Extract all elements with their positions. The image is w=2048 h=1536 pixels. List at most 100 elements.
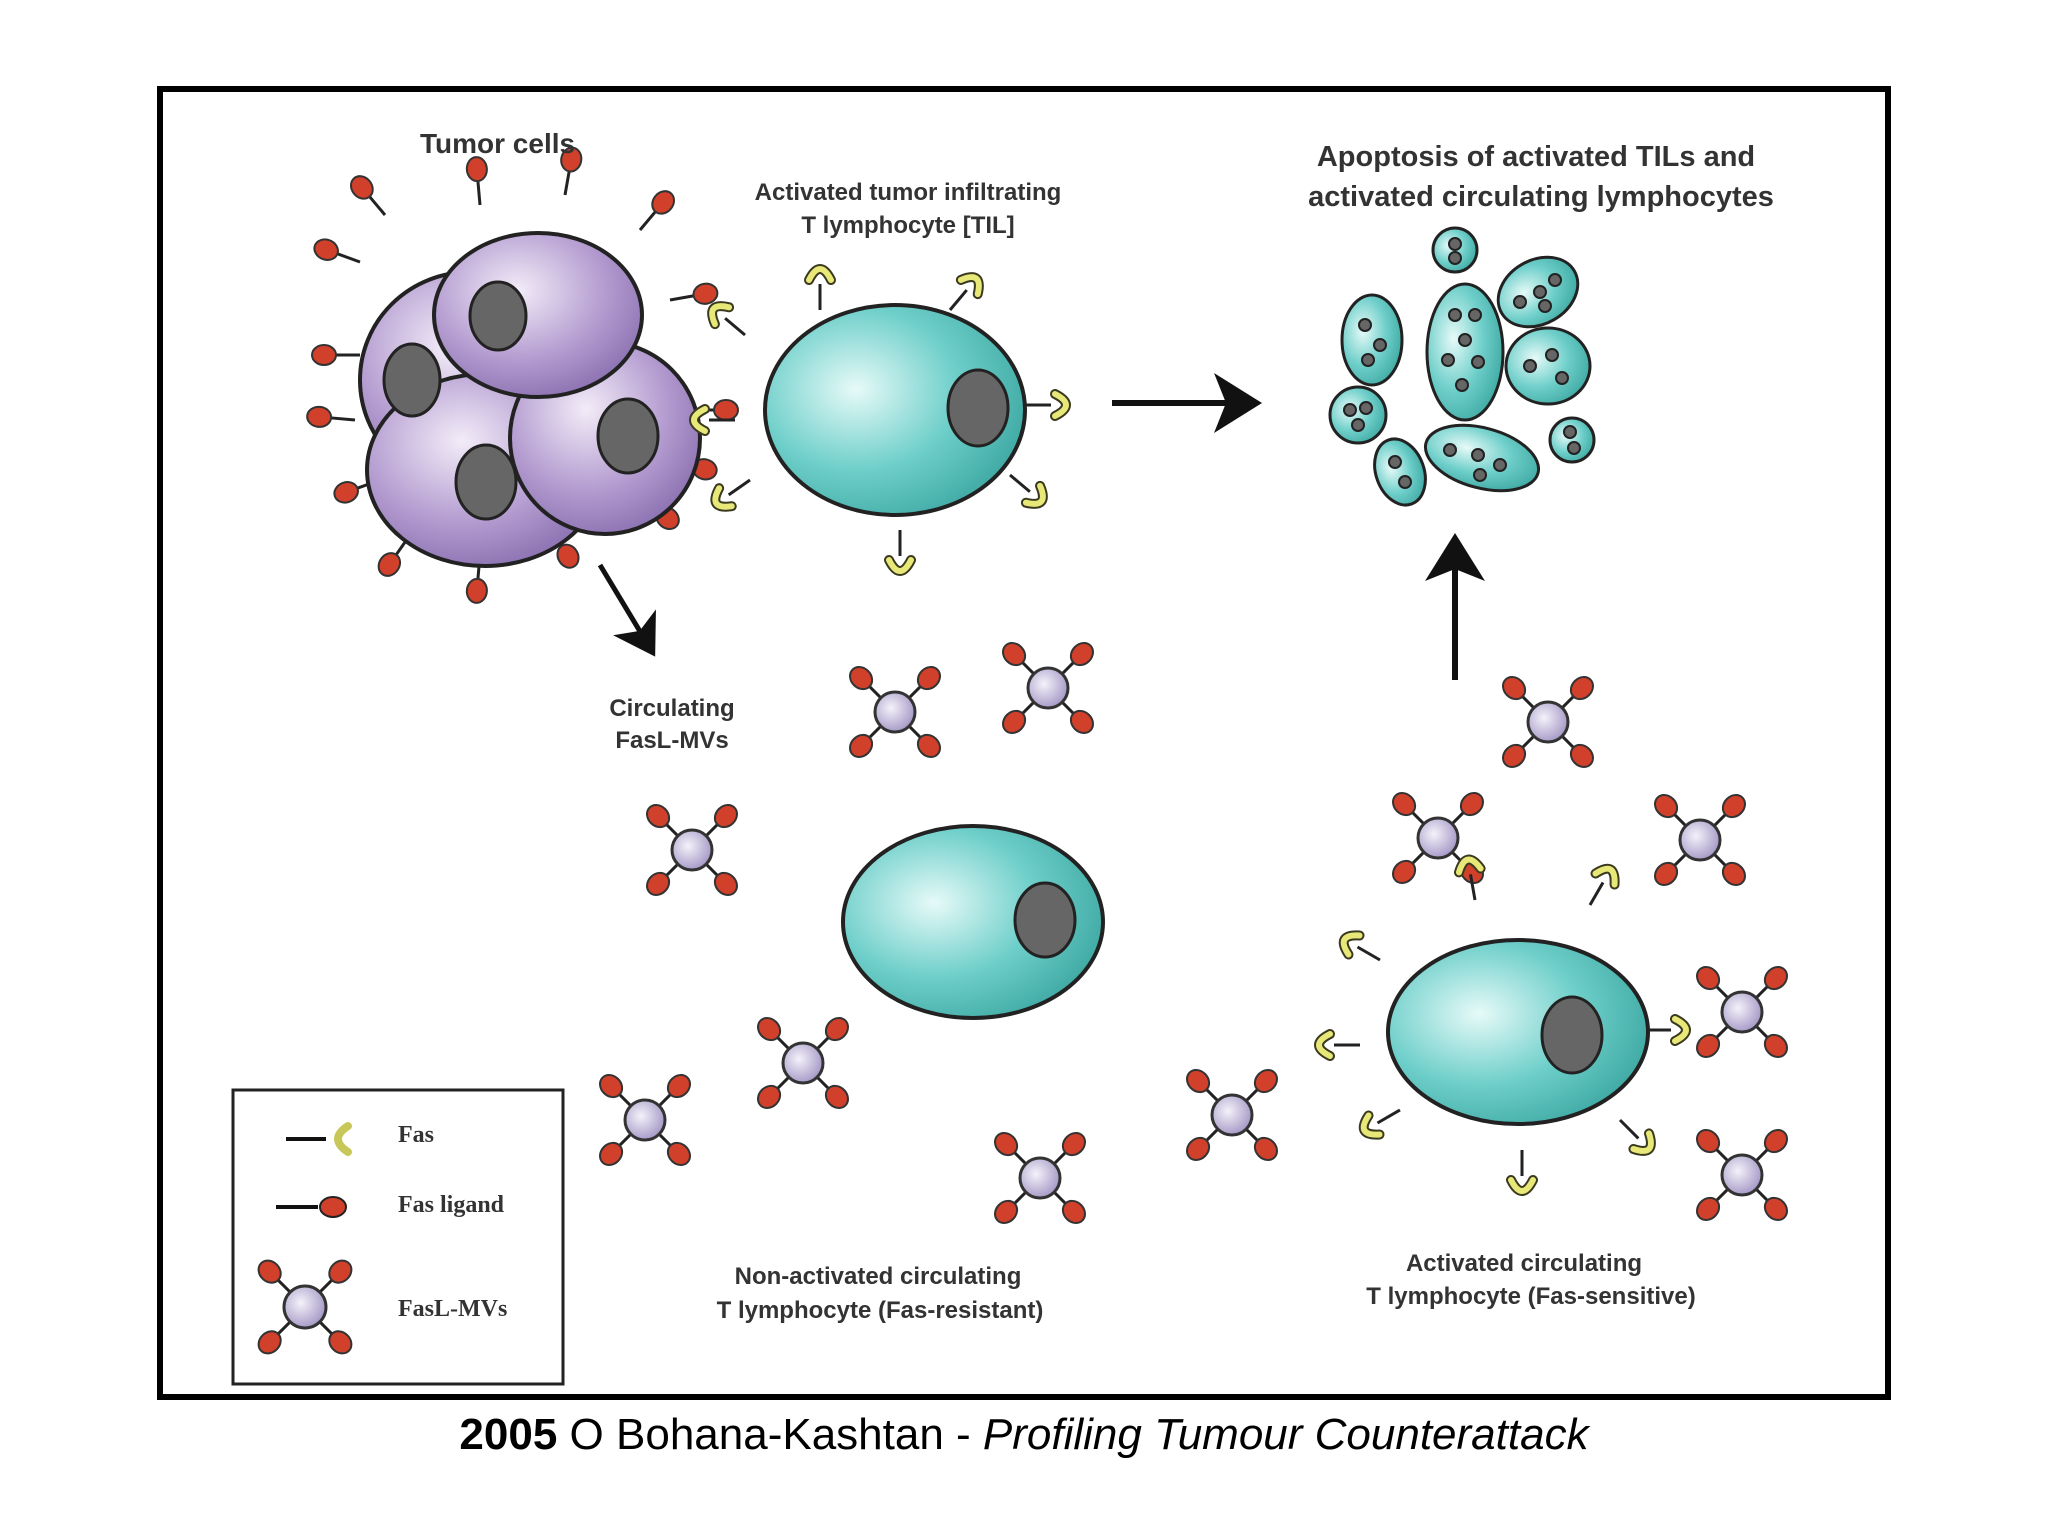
fas-ligand	[1752, 1022, 1788, 1058]
label-activated-line2: T lymphocyte (Fas-sensitive)	[1366, 1283, 1695, 1310]
fas-ligand	[1502, 732, 1538, 768]
tumor-cell	[432, 231, 644, 399]
fas-ligand	[306, 405, 356, 428]
nucleus	[454, 443, 518, 521]
fas-receptor	[1506, 1150, 1538, 1196]
fasl-mv	[646, 804, 738, 896]
nucleus	[382, 342, 442, 418]
fas-ligand	[1186, 1069, 1222, 1105]
fas-ligand	[1752, 1129, 1788, 1165]
fas-ligand	[1696, 1022, 1732, 1058]
fas-ligand	[257, 1317, 295, 1355]
activated-til-cell	[689, 264, 1071, 576]
fas-ligand	[349, 175, 387, 216]
fas-ligand	[313, 238, 361, 264]
apoptotic-body	[1504, 326, 1592, 406]
legend-fas-symbol	[286, 1122, 352, 1156]
apoptotic-body	[1373, 437, 1427, 507]
fasl-mv	[757, 1017, 849, 1109]
label-circulating-line1: Circulating	[609, 695, 734, 722]
legend: Fas Fas ligand FasL-MVs	[231, 1088, 565, 1386]
label-til-line1: Activated tumor infiltrating	[755, 179, 1062, 206]
apoptotic-body	[1340, 293, 1404, 387]
fasl-mv	[1186, 1069, 1278, 1161]
fas-receptor	[948, 272, 984, 311]
fas-receptor	[1645, 1014, 1691, 1046]
label-tumor-cells: Tumor cells	[420, 128, 575, 159]
fasl-mv	[1696, 1129, 1788, 1221]
fas-ligand	[599, 1074, 635, 1110]
nucleus	[946, 368, 1010, 448]
fas-ligand	[1448, 792, 1484, 828]
nonactivated-lymphocyte-cell	[841, 824, 1105, 1020]
fas-receptor	[710, 478, 751, 512]
arrow-tumor-to-mvs	[597, 563, 656, 657]
caption-author: O Bohana-Kashtan -	[569, 1410, 983, 1459]
nucleus	[1540, 995, 1604, 1075]
fas-ligand	[1050, 1132, 1086, 1168]
fas-ligand	[646, 804, 682, 840]
fasl-mv	[1392, 792, 1484, 884]
fas-receptor	[707, 301, 746, 337]
apoptotic-body	[1431, 226, 1479, 274]
nucleus	[468, 280, 528, 352]
fas-ligand	[905, 722, 941, 758]
legend-fas-ligand-symbol	[276, 1196, 347, 1218]
fas-ligand	[1050, 1188, 1086, 1224]
label-apoptosis-line1: Apoptosis of activated TILs and	[1317, 141, 1755, 173]
fas-receptor	[1588, 863, 1620, 906]
fas-ligand	[757, 1073, 793, 1109]
fasl-mv	[1696, 966, 1788, 1058]
fasl-mv	[257, 1259, 353, 1355]
til-body	[763, 303, 1027, 517]
fasl-mv	[849, 666, 941, 758]
caption-title: Profiling Tumour Counterattack	[982, 1410, 1589, 1459]
legend-fas-label: Fas	[398, 1122, 434, 1148]
fas-ligand	[560, 146, 583, 196]
fasl-mv	[1654, 794, 1746, 886]
fas-ligand	[1710, 794, 1746, 830]
fas-receptor	[1618, 1118, 1656, 1156]
fas-ligand	[1002, 642, 1038, 678]
fas-receptor	[689, 404, 735, 436]
fasl-mv	[1002, 642, 1094, 734]
fas-ligand	[1058, 642, 1094, 678]
fas-ligand	[669, 282, 719, 305]
fas-receptor	[1009, 473, 1048, 509]
legend-fas-ligand-label: Fas ligand	[398, 1192, 505, 1218]
fas-ligand	[849, 666, 885, 702]
legend-fasl-mvs-label: FasL-MVs	[398, 1296, 507, 1322]
fas-ligand	[1392, 792, 1428, 828]
fas-ligand	[1558, 676, 1594, 712]
fas-ligand	[813, 1073, 849, 1109]
activated-lymphocyte-body	[1386, 938, 1650, 1126]
fas-ligand	[1242, 1069, 1278, 1105]
fas-ligand	[1058, 698, 1094, 734]
fas-ligand	[465, 156, 488, 206]
fas-receptor	[884, 530, 916, 576]
fas-ligand	[1710, 850, 1746, 886]
fas-receptor	[1358, 1108, 1401, 1140]
fas-ligand	[757, 1017, 793, 1053]
fas-ligand	[1696, 1185, 1732, 1221]
fas-ligand	[994, 1188, 1030, 1224]
fas-ligand	[315, 1259, 353, 1297]
legend-fasl-mv-symbol	[257, 1259, 353, 1355]
label-apoptosis-line2: activated circulating lymphocytes	[1308, 181, 1774, 213]
fas-ligand	[702, 804, 738, 840]
fas-ligand	[1654, 794, 1690, 830]
fasl-mv	[599, 1074, 691, 1166]
nucleus	[1013, 881, 1077, 959]
fas-receptor	[804, 264, 836, 310]
apoptotic-body	[1425, 282, 1505, 422]
fas-ligand	[1186, 1125, 1222, 1161]
fas-ligand	[1696, 1129, 1732, 1165]
fas-ligand	[849, 722, 885, 758]
fas-ligand	[1752, 1185, 1788, 1221]
label-nonactivated-line2: T lymphocyte (Fas-resistant)	[717, 1297, 1044, 1324]
fas-ligand	[1654, 850, 1690, 886]
fasl-mv	[1502, 676, 1594, 768]
fas-ligand	[311, 344, 360, 366]
label-til-line2: T lymphocyte [TIL]	[801, 212, 1014, 239]
